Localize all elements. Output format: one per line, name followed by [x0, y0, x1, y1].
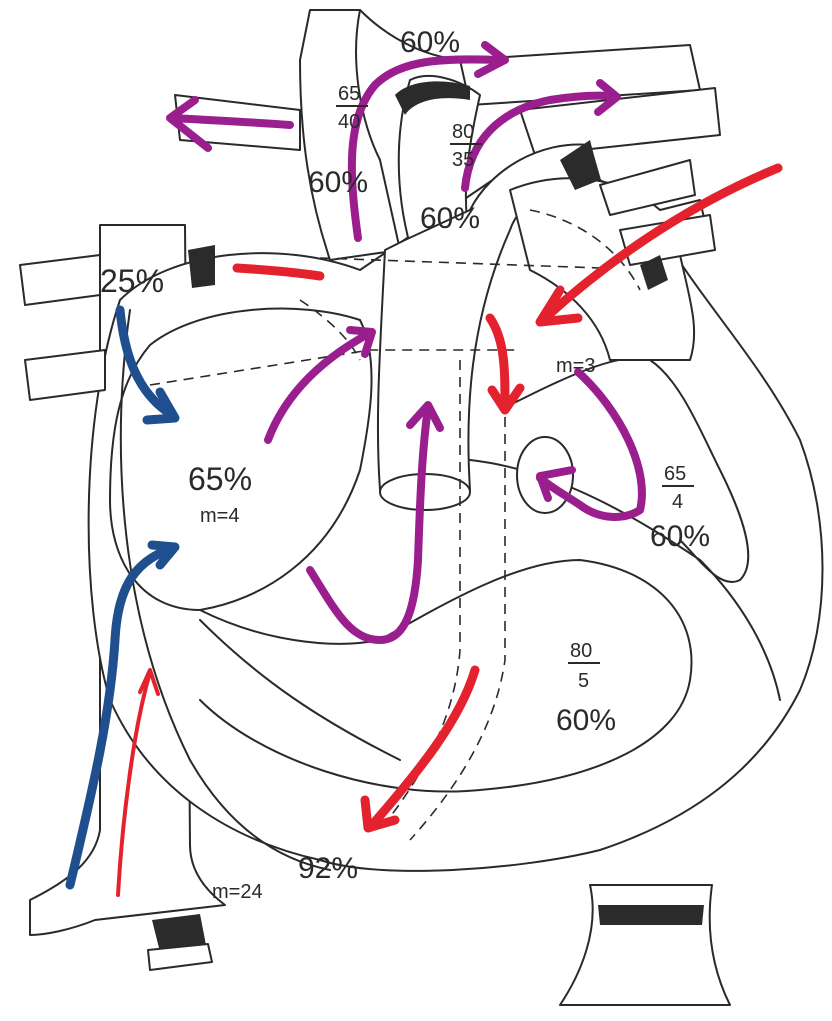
lv-saturation: 60% [650, 520, 710, 553]
pa-frac-den: 35 [452, 149, 474, 171]
ascending-aorta [300, 10, 400, 260]
aorta-frac-den: 40 [338, 111, 360, 133]
aorta-frac-num: 65 [338, 83, 360, 105]
la-pressure: m=3 [556, 355, 595, 377]
rv-frac-den: 5 [578, 670, 589, 692]
descending-aorta [560, 885, 730, 1005]
ivc-pressure: m=24 [212, 881, 263, 903]
asc-aorta-saturation: 60% [308, 166, 368, 199]
rv-frac-num: 80 [570, 640, 592, 662]
aortic-arch-top-saturation: 60% [400, 26, 460, 59]
svc-dark-band [188, 245, 215, 288]
lv-frac-num: 65 [664, 463, 686, 485]
rv-saturation: 60% [556, 704, 616, 737]
svc-saturation: 25% [100, 263, 164, 299]
svc-left-vessel [20, 255, 100, 305]
svc-left-vessel-lower [25, 350, 105, 400]
lv-frac-den: 4 [672, 491, 683, 513]
ra-pressure: m=4 [200, 505, 239, 527]
descending-aorta-band [598, 905, 704, 925]
ivc-band-stub [148, 944, 212, 970]
ivc-saturation: 92% [298, 852, 358, 885]
pa-frac-num: 80 [452, 121, 474, 143]
ra-saturation: 65% [188, 461, 252, 497]
pa-saturation: 60% [420, 202, 480, 235]
